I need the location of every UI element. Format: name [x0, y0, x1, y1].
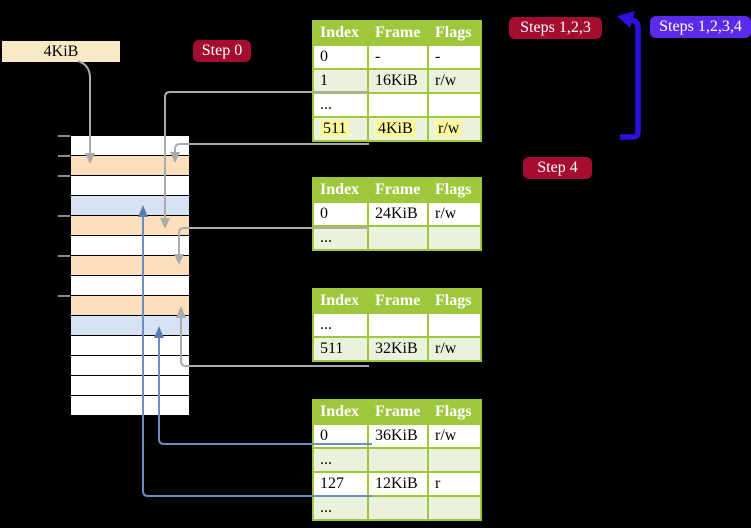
- table-cell: -: [427, 44, 482, 70]
- table-cell: r/w: [427, 68, 482, 94]
- table-cell: [427, 447, 482, 473]
- badge-steps-1-2-3-4: Steps 1,2,3,4: [650, 16, 751, 38]
- memory-row-free: [71, 356, 189, 376]
- table-cell: [367, 447, 429, 473]
- table-cell: 4KiB: [367, 116, 429, 142]
- table-cell: [367, 312, 429, 338]
- table-cell: 0: [312, 201, 369, 227]
- frame-size-label: 4KiB: [2, 41, 120, 62]
- highlighted-value: r/w: [435, 120, 463, 137]
- memory-row-free: [71, 336, 189, 356]
- arrow-pt1-entry511-to-frame-4kib: [170, 143, 369, 163]
- memory-row-table-frame: [71, 216, 189, 236]
- table-row: 511 4KiB r/w: [312, 116, 482, 142]
- column-header-flags: Flags: [427, 288, 482, 314]
- column-header-flags: Flags: [427, 399, 482, 425]
- table-row: ...: [312, 92, 482, 118]
- table-row: ...: [312, 225, 482, 251]
- table-cell: 127: [312, 471, 369, 497]
- memory-address-tick: [58, 135, 70, 137]
- table-cell: ...: [312, 495, 369, 521]
- table-cell: ...: [312, 447, 369, 473]
- memory-address-tick: [58, 255, 70, 257]
- badge-step-4: Step 4: [523, 157, 592, 179]
- table-cell: 1: [312, 68, 369, 94]
- arrow-steps-1-2-3-4: [617, 11, 641, 140]
- table-cell: [427, 92, 482, 118]
- memory-row-table-frame: [71, 156, 189, 176]
- table-cell: r: [427, 471, 482, 497]
- memory-address-tick: [58, 155, 70, 157]
- table-cell: 0: [312, 44, 369, 70]
- memory-address-tick: [58, 295, 70, 297]
- table-row: ...: [312, 495, 482, 521]
- table-row: ...: [312, 312, 482, 338]
- highlighted-value: 511: [320, 120, 350, 137]
- column-header-frame: Frame: [367, 399, 429, 425]
- table-cell: ...: [312, 312, 369, 338]
- table-cell: -: [367, 44, 429, 70]
- column-header-index: Index: [312, 20, 369, 46]
- table-cell: 16KiB: [367, 68, 429, 94]
- table-cell: [427, 225, 482, 251]
- column-header-frame: Frame: [367, 288, 429, 314]
- table-cell: 511: [312, 116, 369, 142]
- memory-row-free: [71, 236, 189, 256]
- table-cell: 12KiB: [367, 471, 429, 497]
- table-cell: r/w: [427, 201, 482, 227]
- table-cell: 0: [312, 423, 369, 449]
- memory-row-free: [71, 136, 189, 156]
- column-header-flags: Flags: [427, 177, 482, 203]
- highlighted-value: 4KiB: [375, 120, 416, 137]
- table-cell: 511: [312, 336, 369, 362]
- table-row: ...: [312, 447, 482, 473]
- memory-row-free: [71, 396, 189, 415]
- table-cell: [367, 225, 429, 251]
- column-header-index: Index: [312, 399, 369, 425]
- column-header-frame: Frame: [367, 177, 429, 203]
- table-cell: ...: [312, 92, 369, 118]
- table-row: 0--: [312, 44, 482, 70]
- memory-row-table-frame: [71, 296, 189, 316]
- table-cell: r/w: [427, 336, 482, 362]
- table-cell: 36KiB: [367, 423, 429, 449]
- table-cell: r/w: [427, 423, 482, 449]
- memory-row-free: [71, 176, 189, 196]
- table-cell: 24KiB: [367, 201, 429, 227]
- table-cell: [367, 92, 429, 118]
- table-cell: ...: [312, 225, 369, 251]
- badge-steps-1-2-3: Steps 1,2,3: [509, 17, 602, 39]
- memory-row-mapped-page: [71, 196, 189, 216]
- memory-row-table-frame: [71, 256, 189, 276]
- memory-address-tick: [58, 215, 70, 217]
- memory-address-tick: [58, 175, 70, 177]
- table-cell: 32KiB: [367, 336, 429, 362]
- table-cell: r/w: [427, 116, 482, 142]
- memory-row-mapped-page: [71, 316, 189, 336]
- column-header-index: Index: [312, 177, 369, 203]
- memory-row-free: [71, 276, 189, 296]
- table-cell: [427, 312, 482, 338]
- column-header-frame: Frame: [367, 20, 429, 46]
- column-header-index: Index: [312, 288, 369, 314]
- table-cell: [427, 495, 482, 521]
- memory-row-free: [71, 376, 189, 396]
- column-header-flags: Flags: [427, 20, 482, 46]
- table-cell: [367, 495, 429, 521]
- physical-memory-strip: [70, 135, 190, 416]
- badge-step-0: Step 0: [193, 40, 251, 62]
